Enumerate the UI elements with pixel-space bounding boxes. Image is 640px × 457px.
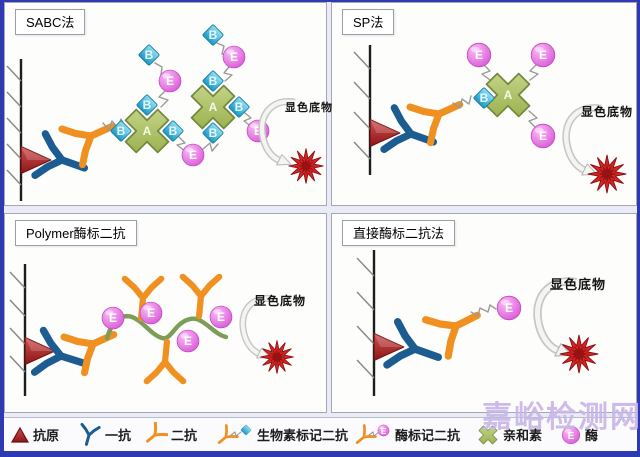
substrate-burst-icon xyxy=(288,148,324,184)
primary-antibody-icon xyxy=(77,422,101,447)
enzyme-label: E xyxy=(539,48,547,62)
enzyme-label: E xyxy=(147,306,155,320)
panel-polymer: Polymer酶标二抗 E E E E xyxy=(4,213,327,413)
linker-zigzag xyxy=(452,95,472,109)
panel-sabc: SABC法 xyxy=(4,2,332,206)
enzyme-label: E xyxy=(230,50,238,64)
secondary-antibody-icon xyxy=(426,295,488,356)
panel-title: Polymer酶标二抗 xyxy=(15,220,137,246)
biotin-label: B xyxy=(117,124,126,138)
panel-direct: 直接酶标二抗法 E 显色底物 xyxy=(331,213,637,413)
substrate-burst-icon xyxy=(587,154,627,194)
enzyme-label: E xyxy=(539,129,547,143)
tissue-wall-icon xyxy=(9,264,27,396)
legend-label: 亲和素 xyxy=(503,429,543,444)
enzyme-label: E xyxy=(189,148,197,162)
substrate-label: 显色底物 xyxy=(285,101,333,114)
watermark: 嘉峪检测网 xyxy=(482,400,640,435)
biotin-labeled-secondary-antibody-icon xyxy=(216,423,252,448)
legend-item-antigen: 抗原 xyxy=(10,418,59,451)
biotin-label: B xyxy=(209,28,218,42)
enzyme-label: E xyxy=(166,74,174,88)
substrate-label: 显色底物 xyxy=(581,105,634,119)
secondary-antibody-icon xyxy=(62,107,121,165)
enzyme-icon: E xyxy=(561,425,581,444)
biotin-label: B xyxy=(143,98,152,112)
linker-zigzag xyxy=(481,64,491,81)
legend-label: 二抗 xyxy=(171,429,198,444)
enzyme-label: E xyxy=(475,48,483,62)
legend-strip: 抗原 一抗 二抗 生物素标记二抗 xyxy=(4,417,637,451)
enzyme-label: E xyxy=(505,301,513,315)
legend-item-avidin: 亲和素 xyxy=(476,418,542,451)
avidin-label: A xyxy=(143,124,152,138)
enzyme-label: E xyxy=(568,431,575,442)
linker-zigzag xyxy=(223,66,233,82)
linker-zigzag xyxy=(529,64,539,81)
substrate-label: 显色底物 xyxy=(550,278,607,293)
linker-zigzag xyxy=(202,142,219,152)
linker-zigzag xyxy=(158,90,169,108)
substrate-burst-icon xyxy=(559,334,599,374)
legend-item-primary-antibody: 一抗 xyxy=(76,418,131,451)
panel-sabc-diagram: A A B B B B B B B B E E E E xyxy=(6,23,324,201)
secondary-antibody-icon xyxy=(142,421,168,448)
avidin-label: A xyxy=(504,88,513,102)
biotin-label: B xyxy=(209,74,218,88)
diagram-canvas: SABC法 xyxy=(4,2,640,451)
enzyme-label: E xyxy=(381,427,387,436)
biotin-label: B xyxy=(480,91,489,105)
legend-item-biotin-secondary-antibody: 生物素标记二抗 xyxy=(216,418,348,451)
substrate-burst-icon xyxy=(259,339,295,375)
biotin-label: B xyxy=(209,126,218,140)
antigen-icon xyxy=(10,426,30,443)
legend-label: 生物素标记二抗 xyxy=(257,429,349,444)
panel-title: 直接酶标二抗法 xyxy=(342,220,456,246)
biotin-label: B xyxy=(145,48,154,62)
enzyme-label: E xyxy=(254,124,262,138)
legend-item-secondary-antibody: 二抗 xyxy=(142,418,197,451)
panel-polymer-diagram: E E E E xyxy=(9,264,295,396)
legend-item-enzyme-secondary-antibody: E 酶标记二抗 xyxy=(354,418,460,451)
secondary-antibody-icon xyxy=(147,342,183,381)
enzyme-label: E xyxy=(109,311,117,325)
panel-title: SP法 xyxy=(342,9,395,35)
tissue-wall-icon xyxy=(356,250,376,396)
enzyme-labeled-secondary-antibody-icon: E xyxy=(354,423,390,448)
linker-zigzag xyxy=(176,136,186,152)
linker-zigzag xyxy=(243,112,253,128)
biotin-label: B xyxy=(169,124,178,138)
linker-zigzag xyxy=(102,118,126,131)
tissue-wall-icon xyxy=(353,45,372,175)
legend-label: 酶标记二抗 xyxy=(395,429,461,444)
polymer-chain xyxy=(104,314,229,341)
linker-zigzag xyxy=(470,304,497,317)
enzyme-label: E xyxy=(184,334,192,348)
legend-label: 酶 xyxy=(585,429,599,444)
tissue-wall-icon xyxy=(6,59,23,201)
panel-direct-diagram: E xyxy=(356,250,599,396)
panel-sp: SP法 A B E E E xyxy=(331,2,637,206)
substrate-label: 显色底物 xyxy=(254,294,307,308)
biotin-label: B xyxy=(235,100,244,114)
panel-sp-diagram: A B E E E xyxy=(353,42,627,194)
enzyme-label: E xyxy=(217,310,225,324)
linker-zigzag xyxy=(528,110,538,128)
avidin-label: A xyxy=(209,100,218,114)
legend-label: 抗原 xyxy=(33,429,60,444)
legend-item-enzyme: E 酶 xyxy=(560,418,598,451)
legend-label: 一抗 xyxy=(105,429,132,444)
panel-title: SABC法 xyxy=(15,9,86,35)
